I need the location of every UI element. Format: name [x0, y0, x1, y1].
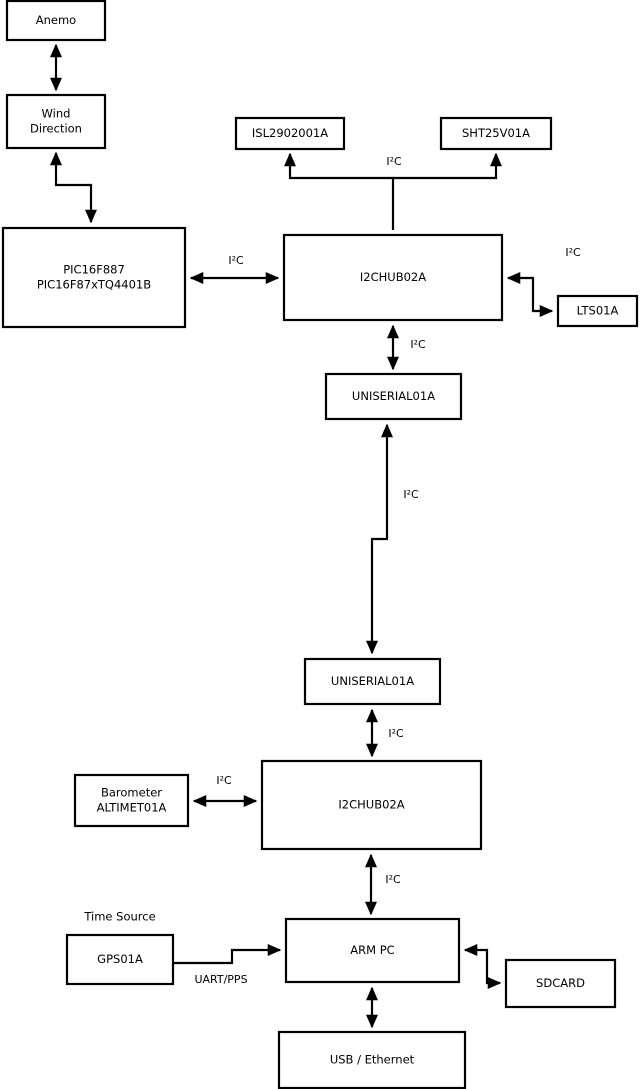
node-label-wind-direction: Direction — [30, 122, 82, 136]
edge-label-barometer-i2chub-bottom: I²C — [216, 774, 232, 787]
edge-path — [506, 271, 554, 318]
node-sdcard[interactable]: SDCARD — [504, 958, 617, 1009]
edge-i2chub-top-isl: I²C — [283, 152, 402, 230]
edge-path — [283, 152, 395, 230]
edge-path — [173, 943, 282, 965]
node-label-sht25v01a: SHT25V01A — [462, 126, 530, 140]
node-label-uniserial01a-top: UNISERIAL01A — [352, 389, 435, 403]
node-label-anemo: Anemo — [36, 13, 76, 27]
node-label-barometer: Barometer — [101, 786, 162, 800]
edge-i2chub-top-sht — [393, 152, 503, 180]
node-box-sht25v01a[interactable] — [439, 116, 553, 151]
node-box-uniserial01a-bottom[interactable] — [303, 657, 442, 706]
node-box-i2chub02a-top[interactable] — [282, 233, 504, 322]
node-sht25v01a[interactable]: SHT25V01A — [439, 116, 553, 151]
edges-layer: I²C I²C I²C I²C I²C I²C I²C I²C UART/PPS — [49, 43, 581, 1029]
edge-wind-pic — [49, 151, 98, 224]
node-box-barometer[interactable] — [73, 773, 190, 828]
edge-uniserial-bottom-i2chub-bottom: I²C — [365, 708, 404, 758]
node-box-pic-mcu[interactable] — [1, 226, 187, 329]
node-label-barometer: ALTIMET01A — [97, 801, 167, 815]
node-uniserial01a-bottom[interactable]: UNISERIAL01A — [303, 657, 442, 706]
edge-uniserial-top-uniserial-bottom: I²C — [365, 423, 419, 655]
node-isl2902001a[interactable]: ISL2902001A — [234, 116, 346, 151]
node-box-isl2902001a[interactable] — [234, 116, 346, 151]
node-label-pic-mcu: PIC16F87xTQ4401B — [37, 278, 151, 292]
free-labels-layer: Time Source — [83, 910, 155, 924]
node-label-pic-mcu: PIC16F887 — [63, 263, 125, 277]
node-box-wind-direction[interactable] — [5, 93, 107, 150]
edge-barometer-i2chub-bottom: I²C — [192, 774, 258, 808]
edge-pic-i2chub-top: I²C — [189, 254, 280, 285]
edge-i2chub-bottom-arm: I²C — [364, 853, 401, 916]
node-label-uniserial01a-bottom: UNISERIAL01A — [331, 674, 414, 688]
edge-label-pic-i2chub-top: I²C — [228, 254, 244, 267]
edge-i2chub-top-lts: I²C — [506, 246, 581, 318]
node-box-sdcard[interactable] — [504, 958, 617, 1009]
node-lts01a[interactable]: LTS01A — [556, 294, 639, 328]
node-label-lts01a: LTS01A — [577, 304, 619, 318]
node-gps01a[interactable]: GPS01A — [65, 933, 175, 986]
node-arm-pc[interactable]: ARM PC — [284, 917, 461, 984]
node-anemo[interactable]: Anemo — [5, 0, 107, 42]
edge-i2chub-top-uniserial-top: I²C — [386, 324, 426, 371]
edge-gps-arm: UART/PPS — [173, 943, 282, 986]
edge-path — [393, 152, 503, 180]
edge-label-gps-arm: UART/PPS — [194, 973, 247, 986]
node-box-arm-pc[interactable] — [284, 917, 461, 984]
edge-path — [49, 151, 98, 224]
free-label-time-source: Time Source — [83, 910, 155, 924]
node-uniserial01a-top[interactable]: UNISERIAL01A — [324, 372, 463, 421]
node-label-i2chub02a-bottom: I2CHUB02A — [338, 798, 404, 812]
node-label-sdcard: SDCARD — [536, 976, 585, 990]
node-label-wind-direction: Wind — [42, 107, 71, 121]
node-box-uniserial01a-top[interactable] — [324, 372, 463, 421]
node-box-gps01a[interactable] — [65, 933, 175, 986]
edge-path — [463, 943, 502, 990]
node-i2chub02a-bottom[interactable]: I2CHUB02A — [260, 759, 483, 851]
edge-arm-sdcard — [463, 943, 502, 990]
node-box-lts01a[interactable] — [556, 294, 639, 328]
edge-label-uniserial-bottom-i2chub-bottom: I²C — [388, 727, 404, 740]
node-box-usb-ethernet[interactable] — [277, 1030, 467, 1089]
node-usb-ethernet[interactable]: USB / Ethernet — [277, 1030, 467, 1089]
edge-label-uniserial-top-uniserial-bottom: I²C — [403, 488, 419, 501]
node-label-i2chub02a-top: I2CHUB02A — [360, 270, 426, 284]
edge-label-i2chub-top-uniserial-top: I²C — [410, 338, 426, 351]
edge-label-i2chub-bottom-arm: I²C — [385, 873, 401, 886]
node-label-gps01a: GPS01A — [97, 952, 143, 966]
edge-label-i2chub-top-isl: I²C — [386, 155, 402, 168]
node-box-anemo[interactable] — [5, 0, 107, 42]
node-label-isl2902001a: ISL2902001A — [252, 126, 328, 140]
node-i2chub02a-top[interactable]: I2CHUB02A — [282, 233, 504, 322]
node-label-usb-ethernet: USB / Ethernet — [330, 1053, 415, 1067]
node-box-i2chub02a-bottom[interactable] — [260, 759, 483, 851]
edge-label-i2chub-top-lts: I²C — [565, 246, 581, 259]
edge-path — [365, 423, 394, 655]
node-label-arm-pc: ARM PC — [350, 943, 394, 957]
